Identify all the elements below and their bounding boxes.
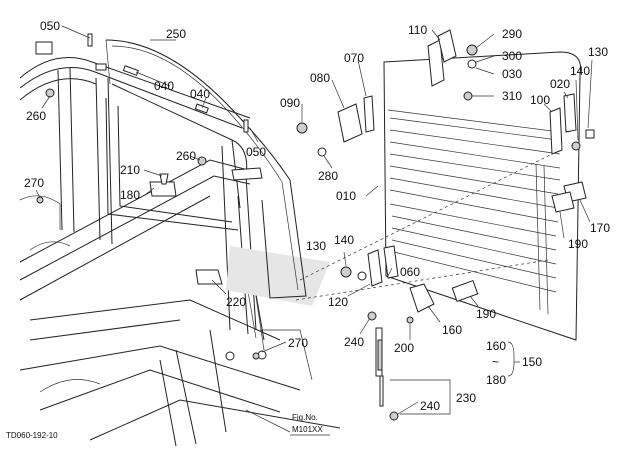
callout-220: 220 — [226, 295, 246, 309]
callout-250: 250 — [166, 27, 186, 41]
rear-window — [295, 51, 582, 341]
callout-240-lower: 240 — [420, 399, 440, 413]
callout-010: 010 — [336, 189, 356, 203]
callout-range-tilde: ~ — [492, 355, 499, 369]
callout-070: 070 — [344, 51, 364, 65]
callout-120: 120 — [328, 295, 348, 309]
callout-050-right: 050 — [246, 145, 266, 159]
callout-280: 280 — [318, 169, 338, 183]
leader-lines — [35, 25, 593, 433]
callout-260-left: 260 — [26, 109, 46, 123]
callout-110: 110 — [408, 23, 427, 37]
fig-no-label: Fig.No. — [292, 413, 318, 422]
callout-100: 100 — [530, 93, 550, 107]
callout-130-right: 130 — [588, 45, 608, 59]
callout-080: 080 — [310, 71, 330, 85]
callout-170: 170 — [590, 221, 610, 235]
callout-130-left: 130 — [306, 239, 326, 253]
hinge-parts — [296, 29, 595, 421]
callout-300: 300 — [502, 49, 522, 63]
callout-270-lower: 270 — [288, 336, 308, 350]
callout-260-mid: 260 — [176, 149, 196, 163]
callout-180: 180 — [120, 188, 140, 202]
callout-090: 090 — [280, 96, 300, 110]
callout-040-a: 040 — [154, 79, 174, 93]
callout-040-b: 040 — [190, 87, 210, 101]
drawing-code: TD060-192-10 — [6, 431, 58, 440]
callout-150: 150 — [522, 355, 542, 369]
callout-210: 210 — [120, 163, 140, 177]
callout-190-lower: 190 — [476, 307, 496, 321]
callout-060: 060 — [400, 265, 420, 279]
callout-190-upper: 190 — [568, 237, 588, 251]
callout-270-left: 270 — [24, 176, 44, 190]
callout-290: 290 — [502, 27, 522, 41]
callout-180-range: 180 — [486, 373, 506, 387]
footer: Fig.No. M101XX TD060-192-10 — [6, 413, 330, 440]
fig-id: M101XX — [292, 425, 323, 434]
callout-020: 020 — [550, 77, 570, 91]
callout-140-right: 140 — [570, 64, 590, 78]
callout-230: 230 — [456, 391, 476, 405]
callout-140-left: 140 — [334, 233, 354, 247]
small-fittings — [36, 33, 263, 360]
callout-030: 030 — [502, 67, 522, 81]
callout-050-upper: 050 — [40, 19, 60, 33]
callout-200: 200 — [394, 341, 414, 355]
callout-240-upper: 240 — [344, 335, 364, 349]
callout-160-range: 160 — [486, 339, 506, 353]
windscreen-glass — [105, 39, 307, 299]
callout-labels: 050 250 040 040 260 050 260 210 180 270 … — [24, 19, 610, 413]
callout-160: 160 — [442, 323, 462, 337]
callout-310: 310 — [502, 89, 522, 103]
